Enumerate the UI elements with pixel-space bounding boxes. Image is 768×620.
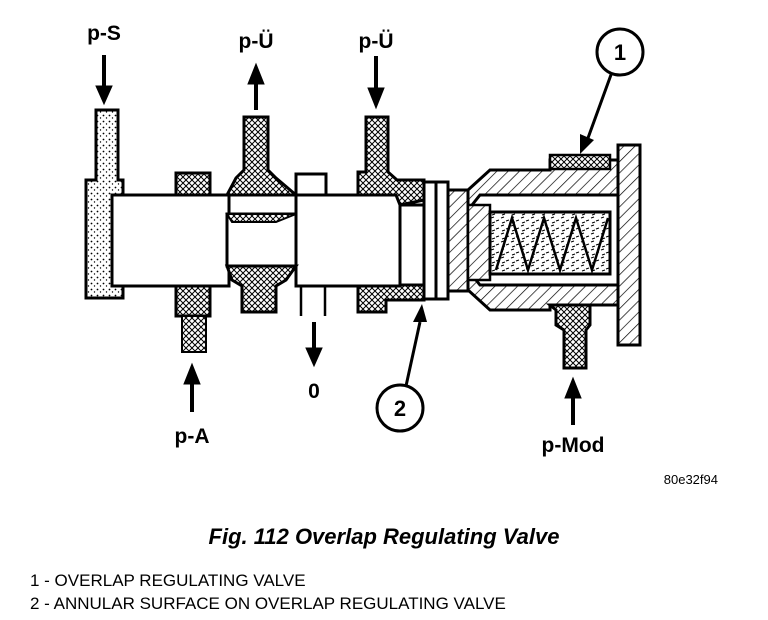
label-p-u-right: p-Ü xyxy=(359,30,394,53)
arrow-p-s-in xyxy=(95,55,113,106)
callout-2: 2 xyxy=(375,304,427,433)
callout-1: 1 xyxy=(580,27,645,154)
label-p-a: p-A xyxy=(175,425,210,448)
port-p-u-left xyxy=(224,115,301,314)
arrow-p-u-left-out xyxy=(247,62,265,110)
spring xyxy=(494,213,610,275)
label-p-mod: p-Mod xyxy=(542,434,605,457)
legend-item: 1 - OVERLAP REGULATING VALVE xyxy=(30,571,306,590)
legend-item: 2 - ANNULAR SURFACE ON OVERLAP REGULATIN… xyxy=(30,594,506,613)
piston-housing xyxy=(446,143,642,347)
overlap-regulating-valve-diagram: 1 2 p-S p-Ü p-Ü p-A 0 p-Mod 80e32f94 xyxy=(84,22,718,487)
label-p-u-left: p-Ü xyxy=(239,30,274,53)
arrow-p-a-in xyxy=(183,362,201,412)
exhaust-zero-port xyxy=(294,172,328,316)
port-p-mod xyxy=(545,303,592,370)
port-p-a xyxy=(174,171,212,353)
arrow-p-u-right-in xyxy=(367,56,385,110)
arrow-exhaust-out xyxy=(305,322,323,368)
label-exhaust-zero: 0 xyxy=(308,380,320,403)
port-p-u-right xyxy=(356,115,426,314)
arrow-p-mod-in xyxy=(564,376,582,425)
label-p-s: p-S xyxy=(87,22,121,45)
figure-caption: Fig. 112 Overlap Regulating Valve xyxy=(208,524,560,549)
valve-spool xyxy=(110,193,426,288)
legend-list: 1 - OVERLAP REGULATING VALVE 2 - ANNULAR… xyxy=(30,569,506,615)
flow-arrows xyxy=(95,55,582,425)
figure-code: 80e32f94 xyxy=(664,472,718,487)
callout-1-number: 1 xyxy=(614,40,626,65)
callout-2-number: 2 xyxy=(394,396,406,421)
annular-surface xyxy=(422,180,450,301)
